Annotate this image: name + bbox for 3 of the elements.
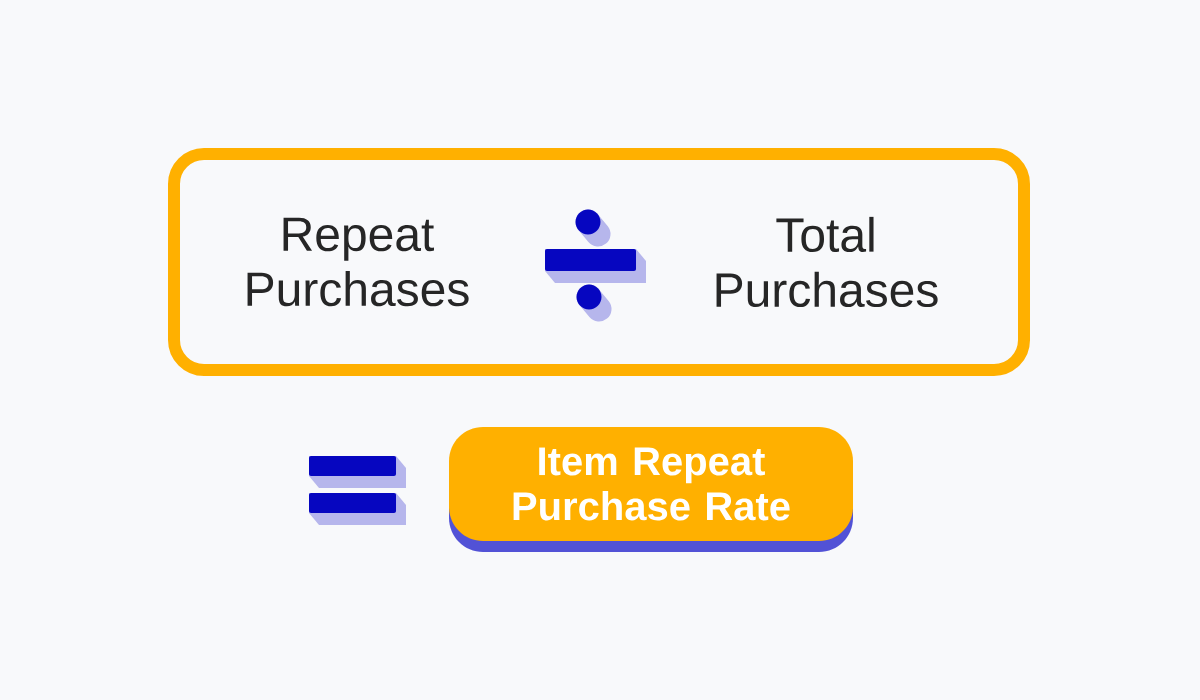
term-text: Total Purchases bbox=[716, 216, 938, 308]
result-pill: Item Repeat Purchase Rate bbox=[449, 427, 853, 552]
term-text: Repeat Purchases bbox=[247, 217, 469, 307]
